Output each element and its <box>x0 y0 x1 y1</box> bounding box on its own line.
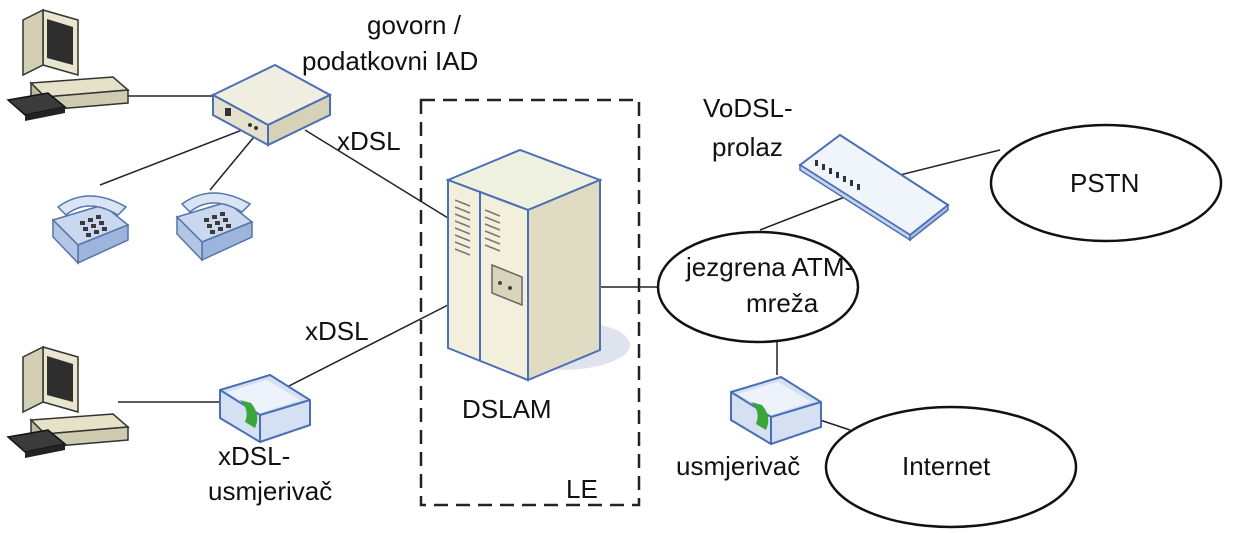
telephone-icon <box>52 195 129 264</box>
atm-network-ellipse <box>656 230 860 344</box>
xdsl-label-top: xDSL <box>337 126 401 156</box>
iad-label-line2: podatkovni IAD <box>302 46 478 76</box>
router-icon <box>219 374 311 443</box>
atm-label-line1: jezgrena ATM- <box>685 252 853 282</box>
le-boundary-box <box>419 98 641 507</box>
le-label: LE <box>566 474 598 504</box>
pstn-label: PSTN <box>1070 168 1139 198</box>
vodsl-label-line2: prolaz <box>712 132 783 162</box>
vodsl-label-line1: VoDSL- <box>703 93 793 123</box>
usmjerivac-label: usmjerivač <box>676 451 800 481</box>
router-label-line1: xDSL- <box>218 441 290 471</box>
internet-ellipse <box>824 405 1078 529</box>
xdsl-label-bottom: xDSL <box>305 316 369 346</box>
atm-label-line2: mreža <box>746 288 819 318</box>
dslam-server-icon <box>445 148 630 382</box>
pstn-ellipse <box>989 123 1223 243</box>
router-icon <box>730 376 822 445</box>
dslam-label: DSLAM <box>462 394 552 424</box>
internet-label: Internet <box>902 451 991 481</box>
iad-device-icon <box>210 63 333 147</box>
iad-label-line1: govorn / <box>367 10 462 40</box>
computer-icon <box>7 9 129 122</box>
vodsl-gateway-icon <box>798 133 950 242</box>
telephone-icon <box>176 192 253 261</box>
computer-icon <box>7 346 129 459</box>
router-label-line2: usmjerivač <box>208 476 332 506</box>
